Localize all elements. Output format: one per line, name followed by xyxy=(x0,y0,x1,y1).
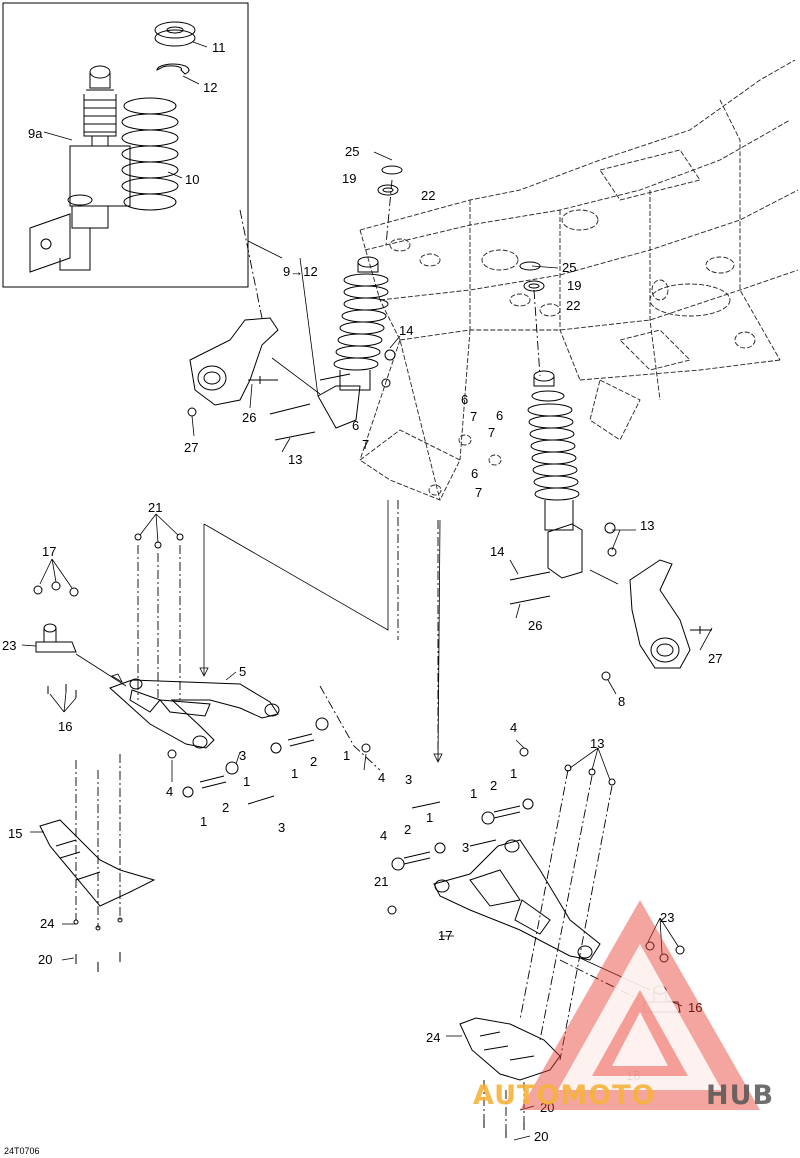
callout-label: 11 xyxy=(212,40,226,55)
right-knuckle xyxy=(601,559,712,681)
callout-label: 20 xyxy=(540,1100,554,1115)
watermark-brand-b: HUB xyxy=(706,1080,774,1111)
callout-label: 1 xyxy=(291,766,298,781)
callout-label: 13 xyxy=(640,518,654,533)
inset-retainer xyxy=(156,63,190,75)
callout-label: 23 xyxy=(2,638,16,653)
callout-label: 14 xyxy=(490,544,504,559)
callout-label: 15 xyxy=(8,826,22,841)
callout-label: 23 xyxy=(660,910,674,925)
callout-label: 25 xyxy=(345,144,359,159)
callout-label: 17 xyxy=(438,928,452,943)
left-knuckle xyxy=(187,317,279,417)
left-ball-joint xyxy=(33,581,79,698)
callout-label: 21 xyxy=(148,500,162,515)
callout-label: 20 xyxy=(38,952,52,967)
callout-label: 4 xyxy=(380,828,387,843)
callout-labels: 11 12 9a 10 9→12 25 19 22 25 19 22 14 26… xyxy=(2,40,722,1156)
callout-label: 20 xyxy=(534,1129,548,1144)
callout-label: 7 xyxy=(488,425,495,440)
shock-bolts xyxy=(269,349,617,605)
callout-label: 24 xyxy=(40,916,54,931)
callout-label: 27 xyxy=(184,440,198,455)
vehicle-frame xyxy=(359,59,799,501)
left-skid-plate xyxy=(39,819,156,972)
callout-label: 22 xyxy=(566,298,580,313)
callout-label: 3 xyxy=(405,772,412,787)
watermark-logo: AUTOMOTO HUB xyxy=(473,900,774,1111)
callout-label: 16 xyxy=(688,1000,702,1015)
callout-label: 24 xyxy=(426,1030,440,1045)
left-nuts-21 xyxy=(134,533,184,549)
arrows xyxy=(111,667,443,763)
callout-label: 12 xyxy=(203,80,217,95)
callout-label: 2 xyxy=(222,800,229,815)
right-a-arm xyxy=(433,839,601,961)
callout-label: 14 xyxy=(399,323,413,338)
callout-label: 3 xyxy=(239,748,246,763)
callout-label: 13 xyxy=(590,736,604,751)
callout-label: 2 xyxy=(490,778,497,793)
reference-lines xyxy=(75,240,651,991)
callout-label: 6 xyxy=(496,408,503,423)
callout-label: 3 xyxy=(278,820,285,835)
callout-label: 5 xyxy=(239,664,246,679)
right-nuts-21 xyxy=(564,764,616,786)
callout-label: 22 xyxy=(421,188,435,203)
callout-label: 10 xyxy=(185,172,199,187)
upper-caps xyxy=(377,165,545,292)
callout-label: 7 xyxy=(475,485,482,500)
callout-label: 1 xyxy=(426,810,433,825)
callout-label: 7 xyxy=(470,409,477,424)
callout-label: 8 xyxy=(618,694,625,709)
left-a-arm xyxy=(109,678,280,749)
inset-frame xyxy=(2,2,249,288)
callout-label: 6 xyxy=(471,466,478,481)
callout-label: 6 xyxy=(352,418,359,433)
diagram-code: 24T0706 xyxy=(4,1146,40,1156)
right-shock-assembly xyxy=(527,370,583,579)
callout-label: 1 xyxy=(510,766,517,781)
inset-shock-absorber xyxy=(29,65,131,273)
callout-label: 6 xyxy=(461,392,468,407)
right-skid-plate xyxy=(459,1017,561,1138)
callout-label: 2 xyxy=(310,754,317,769)
left-shock-assembly xyxy=(317,256,389,429)
callout-label: 1 xyxy=(470,786,477,801)
callout-label: 27 xyxy=(708,651,722,666)
callout-label: 1 xyxy=(200,814,207,829)
callout-label: 19 xyxy=(342,171,356,186)
callout-label: 13 xyxy=(288,452,302,467)
callout-label: 4 xyxy=(166,784,173,799)
callout-label: 17 xyxy=(42,544,56,559)
callout-label: 1 xyxy=(243,774,250,789)
callout-label: 26 xyxy=(242,410,256,425)
inset-spring-seat xyxy=(154,21,196,47)
inset-spring xyxy=(121,97,179,211)
watermark-brand-a: AUTOMOTO xyxy=(473,1080,656,1111)
right-bushings xyxy=(387,747,534,915)
callout-label: 21 xyxy=(374,874,388,889)
callout-label: 16 xyxy=(58,719,72,734)
left-bushings xyxy=(167,717,371,805)
callout-label: 7 xyxy=(362,437,369,452)
callout-label: 4 xyxy=(510,720,517,735)
callout-label: 25 xyxy=(562,260,576,275)
callout-label: 9→12 xyxy=(283,264,318,279)
callout-label: 2 xyxy=(404,822,411,837)
callout-label: 19 xyxy=(567,278,581,293)
callout-label: 9a xyxy=(28,126,43,141)
callout-label: 4 xyxy=(378,770,385,785)
callout-label: 26 xyxy=(528,618,542,633)
leader-lines xyxy=(21,41,713,1141)
callout-label: 3 xyxy=(462,840,469,855)
callout-label: 1 xyxy=(343,748,350,763)
